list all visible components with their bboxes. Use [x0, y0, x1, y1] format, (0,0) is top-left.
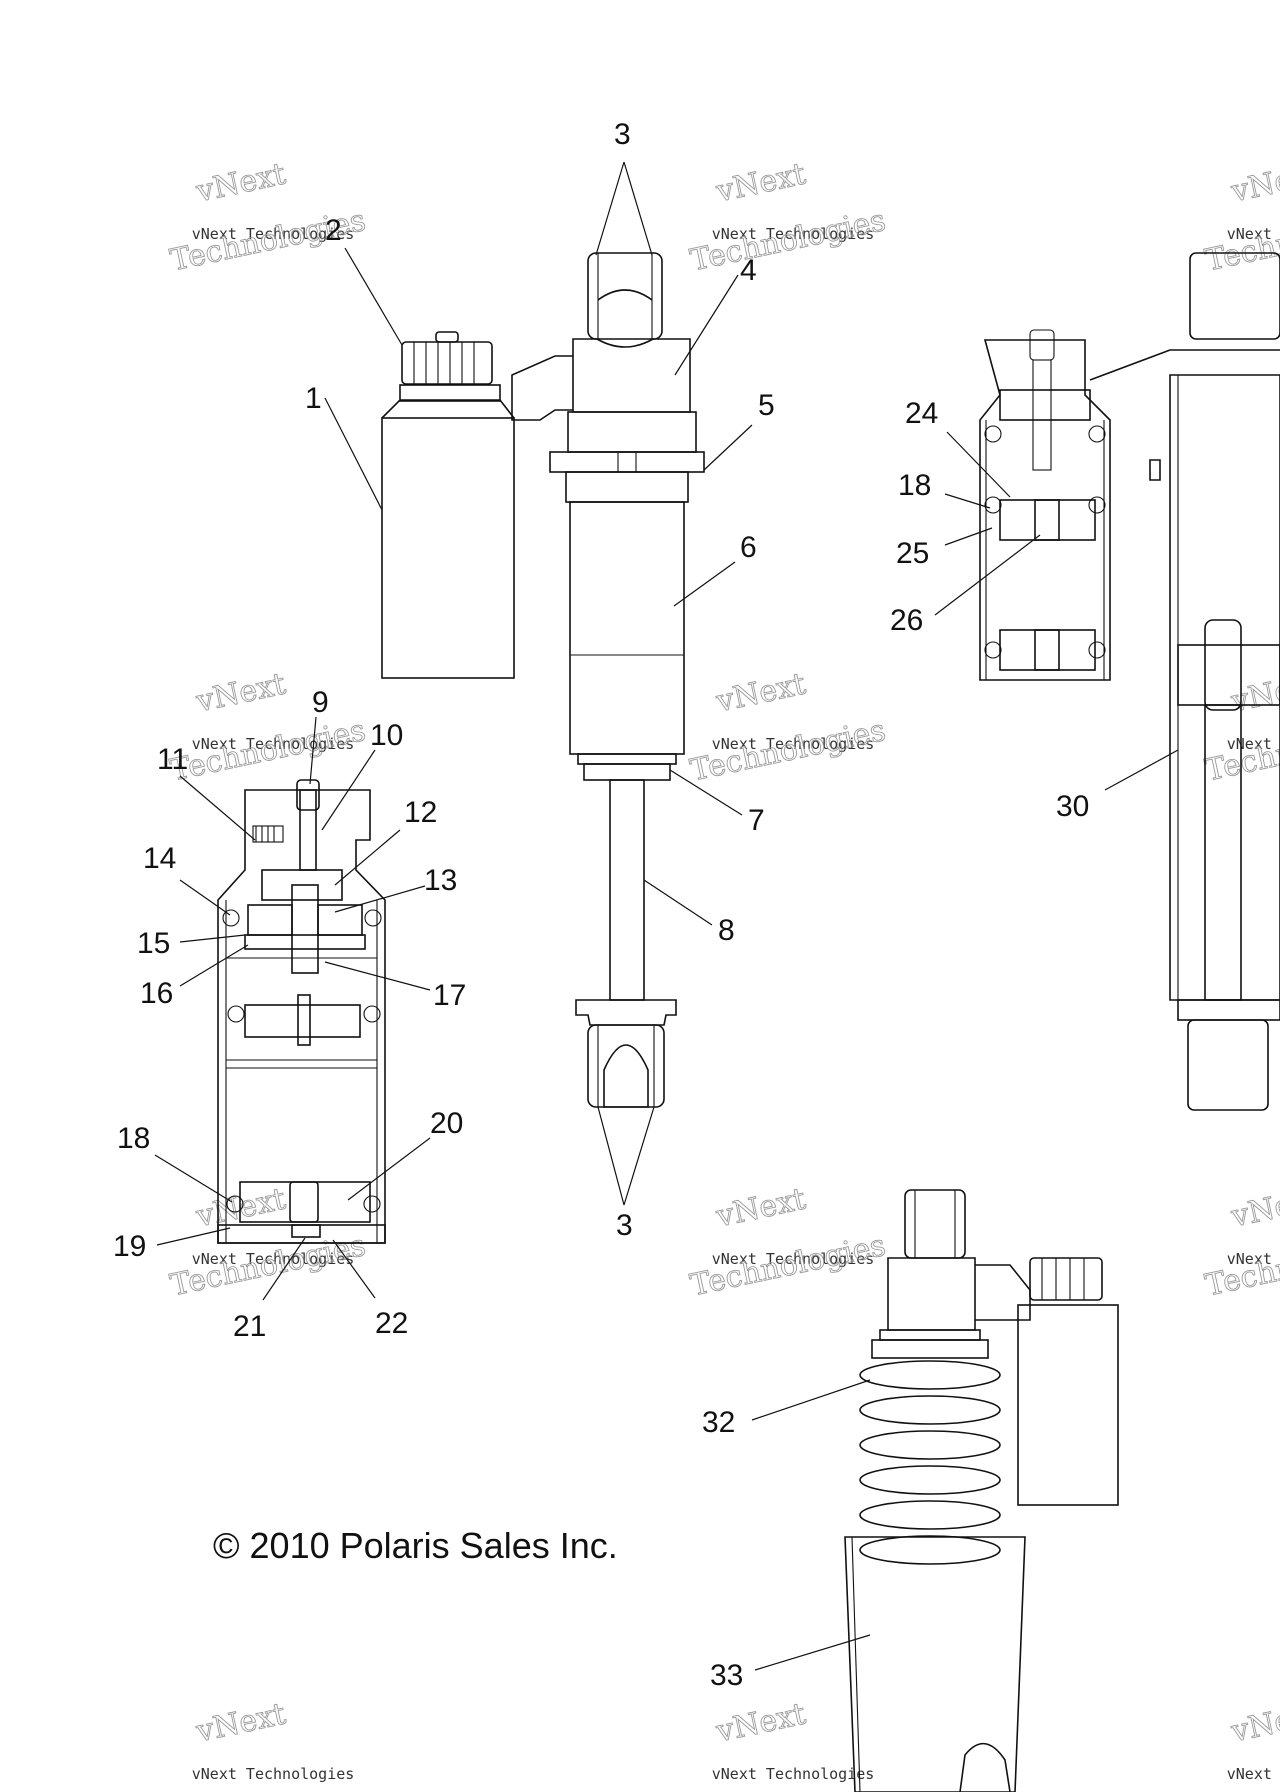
watermark-3: vNext vNext Technologies Technologies	[1202, 156, 1280, 279]
callout-18-right: 18	[898, 469, 931, 502]
top-eyelet	[587, 252, 663, 340]
callout-22: 22	[375, 1307, 408, 1340]
shock-head	[572, 338, 691, 413]
callout-24: 24	[905, 397, 938, 430]
watermark-12: vNext vNext Technologies	[1227, 1696, 1280, 1783]
svg-text:vNext: vNext	[1228, 1182, 1280, 1235]
svg-text:vNext Technologies: vNext Technologies	[712, 225, 875, 243]
watermark-1: vNext vNext Technologies Technologies	[167, 156, 369, 279]
callout-25: 25	[896, 537, 929, 570]
svg-text:vNext Technologies: vNext Technologies	[1227, 225, 1280, 243]
reservoir-section-outline	[217, 789, 386, 1244]
body-bottom-ring	[577, 753, 677, 765]
callout-14: 14	[143, 842, 176, 875]
callout-9: 9	[312, 686, 329, 719]
svg-text:vNext Technologies: vNext Technologies	[192, 1250, 355, 1268]
svg-text:vNext: vNext	[713, 1182, 809, 1235]
callout-26: 26	[890, 604, 923, 637]
svg-text:vNext Technologies: vNext Technologies	[192, 1765, 355, 1783]
shock-body	[569, 501, 685, 755]
svg-text:vNext Technologies: vNext Technologies	[712, 1250, 875, 1268]
callout-20: 20	[430, 1107, 463, 1140]
svg-text:Technologies: Technologies	[167, 713, 368, 789]
callout-6: 6	[740, 531, 757, 564]
svg-text:vNext: vNext	[1228, 667, 1280, 720]
callout-12: 12	[404, 796, 437, 829]
svg-text:vNext: vNext	[193, 157, 289, 210]
bottom-eyelet	[587, 1024, 665, 1108]
reservoir-body	[381, 417, 515, 679]
body-top-ring	[565, 471, 689, 503]
lower-bumper	[575, 999, 677, 1026]
callout-8: 8	[718, 914, 735, 947]
svg-text:vNext: vNext	[713, 157, 809, 210]
svg-text:vNext: vNext	[193, 1697, 289, 1750]
reservoir-cross-section	[217, 779, 386, 1244]
svg-text:vNext Technologies: vNext Technologies	[1227, 1765, 1280, 1783]
watermark-7: vNext vNext Technologies Technologies	[167, 1181, 369, 1304]
right-shock-partial	[979, 252, 1280, 1111]
callout-7: 7	[748, 804, 765, 837]
spring-retainer	[549, 451, 705, 473]
callout-30: 30	[1056, 790, 1089, 823]
callout-1: 1	[305, 382, 322, 415]
reservoir-cap-base	[399, 384, 501, 402]
callout-16: 16	[140, 977, 173, 1010]
callout-18-left: 18	[117, 1122, 150, 1155]
main-shock-assembly	[381, 161, 705, 1206]
spring-shock-assembly	[844, 1189, 1119, 1792]
svg-text:vNext: vNext	[1228, 1697, 1280, 1750]
callout-2: 2	[325, 214, 342, 247]
svg-text:Technologies: Technologies	[1202, 203, 1280, 279]
adjuster-knob	[401, 331, 493, 385]
svg-text:vNext: vNext	[713, 1697, 809, 1750]
callout-32: 32	[702, 1406, 735, 1439]
watermark-8: vNext vNext Technologies Technologies	[687, 1181, 889, 1304]
svg-text:vNext: vNext	[193, 667, 289, 720]
callout-11: 11	[157, 743, 188, 776]
svg-text:vNext Technologies: vNext Technologies	[192, 225, 355, 243]
coil-spring	[859, 1360, 1001, 1565]
callout-3-top: 3	[614, 118, 631, 151]
seal-nut	[583, 763, 671, 781]
callout-labels: 1 2 3 3 4 5 6 7 8 9 10 11 12 13 14 15 16…	[113, 118, 1089, 1692]
svg-text:Technologies: Technologies	[687, 713, 888, 789]
shaft	[609, 779, 645, 1001]
callout-19: 19	[113, 1230, 146, 1263]
callout-15: 15	[137, 927, 170, 960]
callout-5: 5	[758, 389, 775, 422]
callout-13: 13	[424, 864, 457, 897]
svg-text:Technologies: Technologies	[687, 1228, 888, 1304]
upper-collar	[567, 411, 697, 453]
lower-sleeve	[844, 1536, 1026, 1792]
svg-text:vNext Technologies: vNext Technologies	[1227, 735, 1280, 753]
callout-33: 33	[710, 1659, 743, 1692]
watermark-9: vNext vNext Technologies Technologies	[1202, 1181, 1280, 1304]
svg-text:vNext Technologies: vNext Technologies	[712, 1765, 875, 1783]
svg-text:vNext Technologies: vNext Technologies	[712, 735, 875, 753]
svg-text:Technologies: Technologies	[687, 203, 888, 279]
svg-text:vNext Technologies: vNext Technologies	[1227, 1250, 1280, 1268]
watermark-10: vNext vNext Technologies	[192, 1696, 355, 1783]
svg-text:vNext: vNext	[713, 667, 809, 720]
svg-text:vNext: vNext	[1228, 157, 1280, 210]
watermark-6: vNext vNext Technologies Technologies	[1202, 666, 1280, 789]
callout-21: 21	[233, 1310, 266, 1343]
svg-text:Technologies: Technologies	[1202, 1228, 1280, 1304]
callout-17: 17	[433, 979, 466, 1012]
watermark-5: vNext vNext Technologies Technologies	[687, 666, 889, 789]
copyright-notice: © 2010 Polaris Sales Inc.	[213, 1525, 618, 1566]
callout-10: 10	[370, 719, 403, 752]
callout-4: 4	[740, 254, 757, 287]
callout-3-bottom: 3	[616, 1209, 633, 1242]
watermark-2: vNext vNext Technologies Technologies	[687, 156, 889, 279]
leader-lines	[154, 247, 1179, 1671]
reservoir-arm	[511, 355, 573, 421]
